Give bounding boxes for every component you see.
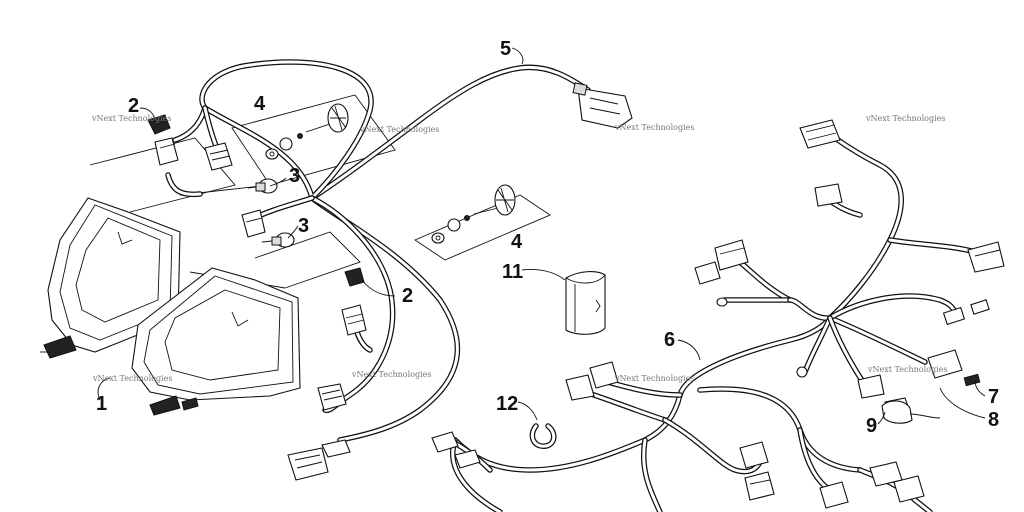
bulb-upper[interactable] — [247, 178, 278, 194]
watermark: vNext Technologies — [92, 374, 172, 383]
socket-connector-upper[interactable] — [147, 114, 233, 171]
callout-1: 1 — [96, 393, 107, 415]
watermark: vNext Technologies — [91, 114, 171, 123]
callout-8: 8 — [988, 409, 999, 431]
socket-connector-lower[interactable] — [241, 209, 367, 336]
callout-2-upper: 2 — [128, 95, 139, 117]
watermark: vNext Technologies — [865, 114, 945, 123]
callout-6: 6 — [664, 329, 675, 351]
clamp-ring[interactable] — [529, 423, 557, 449]
headlight-left[interactable] — [40, 197, 181, 359]
callout-3-lower: 3 — [298, 215, 309, 237]
callout-5: 5 — [500, 38, 511, 60]
callout-7: 7 — [988, 386, 999, 408]
leader-lines — [97, 47, 986, 425]
main-harness[interactable] — [431, 119, 1005, 512]
adjuster-assembly-lower[interactable] — [431, 184, 516, 244]
watermark: vNext Technologies — [614, 374, 694, 383]
watermark: vNext Technologies — [867, 365, 947, 374]
bulb-lower[interactable] — [261, 232, 295, 248]
callout-9: 9 — [866, 415, 877, 437]
adjuster-assembly-upper[interactable] — [265, 103, 349, 160]
watermarks: vNext Technologies vNext Technologies vN… — [91, 114, 947, 383]
protective-sleeve[interactable] — [565, 271, 606, 335]
callout-12: 12 — [496, 393, 518, 415]
callout-4-upper: 4 — [254, 93, 266, 115]
watermark: vNext Technologies — [614, 123, 694, 132]
callout-2-lower: 2 — [402, 285, 413, 307]
callout-3-upper: 3 — [289, 165, 300, 187]
watermark: vNext Technologies — [351, 370, 431, 379]
callouts: 1 2 2 3 3 4 4 5 6 7 8 9 11 12 — [96, 38, 999, 437]
headlight-right[interactable] — [131, 267, 301, 416]
fuse-holder[interactable] — [881, 400, 941, 424]
watermark: vNext Technologies — [359, 125, 439, 134]
callout-11: 11 — [502, 261, 523, 283]
callout-4-lower: 4 — [511, 231, 523, 253]
